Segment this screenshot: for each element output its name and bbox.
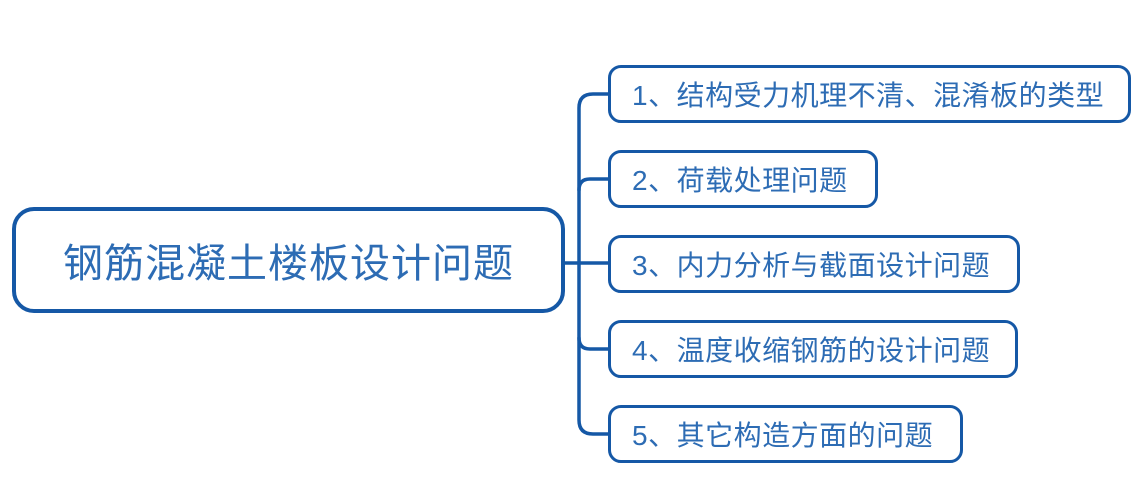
connector-to-branch4 (577, 336, 612, 351)
connector-to-branch2 (577, 177, 612, 192)
branch-node-2-label: 2、荷载处理问题 (632, 165, 848, 196)
connector-trunk (577, 92, 612, 436)
branch-node-1[interactable]: 1、结构受力机理不清、混淆板的类型 (608, 65, 1131, 123)
branch-node-4[interactable]: 4、温度收缩钢筋的设计问题 (608, 320, 1018, 378)
branch-node-5[interactable]: 5、其它构造方面的问题 (608, 405, 963, 463)
branch-node-1-label: 1、结构受力机理不清、混淆板的类型 (632, 80, 1105, 111)
branch-node-3-label: 3、内力分析与截面设计问题 (632, 250, 991, 281)
branch-node-2[interactable]: 2、荷载处理问题 (608, 150, 878, 208)
branch-node-4-label: 4、温度收缩钢筋的设计问题 (632, 335, 991, 366)
branch-node-3[interactable]: 3、内力分析与截面设计问题 (608, 235, 1020, 293)
branch-node-5-label: 5、其它构造方面的问题 (632, 420, 934, 451)
root-topic-node[interactable]: 钢筋混凝土楼板设计问题 (12, 207, 565, 313)
root-topic-label: 钢筋混凝土楼板设计问题 (63, 242, 514, 286)
